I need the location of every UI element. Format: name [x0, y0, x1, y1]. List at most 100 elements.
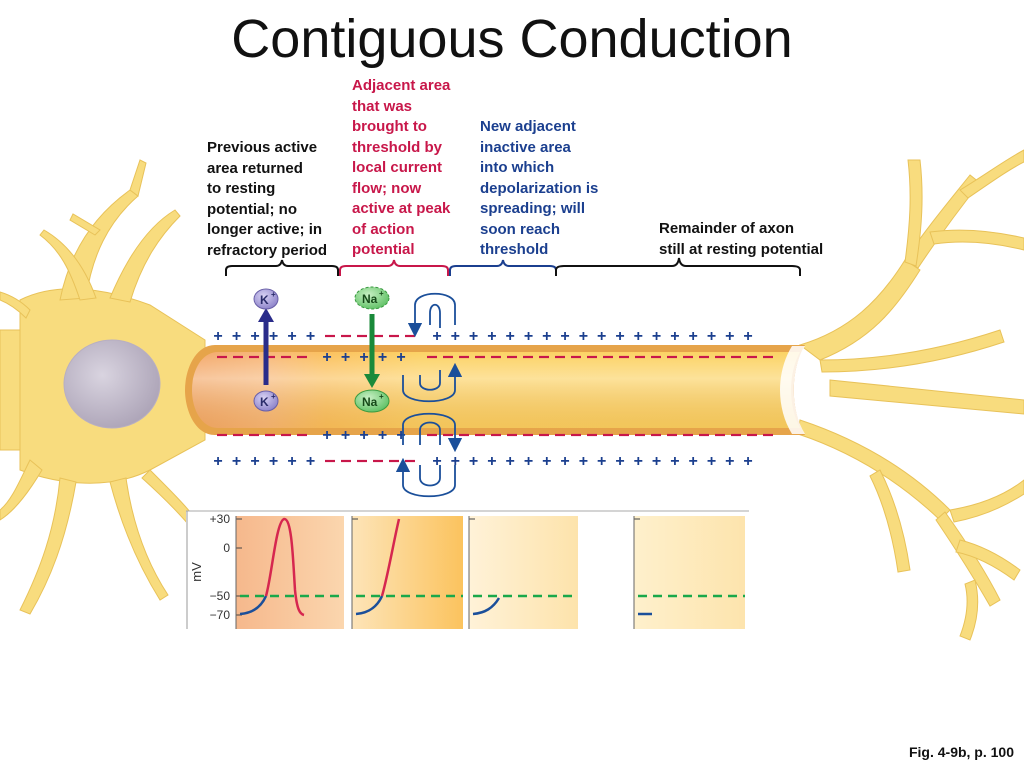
positive-charge: +: [579, 328, 588, 345]
positive-charge: +: [378, 349, 387, 366]
positive-charge: +: [359, 427, 368, 444]
positive-charge: +: [542, 328, 551, 345]
positive-charge: +: [506, 453, 515, 470]
graph2-rising-phase: [380, 518, 401, 597]
membrane-charges: + + + + + + + + + + + + + + + + + + + + + + + + + + + + + + + + + + + + + + + +…: [213, 328, 773, 470]
bracket-previous-active: [225, 259, 339, 276]
positive-charge: +: [707, 328, 716, 345]
positive-charge: +: [341, 349, 350, 366]
membrane-potential-graphs: +30 0 −50 −70 mV: [186, 510, 749, 629]
nucleus: [63, 339, 161, 429]
potassium-ion-outside: K +: [253, 288, 279, 310]
positive-charge: +: [378, 427, 387, 444]
positive-charge: +: [250, 328, 259, 345]
positive-charge: +: [560, 453, 569, 470]
positive-charge: +: [689, 328, 698, 345]
svg-text:Na: Na: [362, 292, 378, 306]
graph1-action-potential: [264, 517, 305, 617]
caption-remainder: Remainder of axon still at resting poten…: [659, 220, 824, 258]
bracket-adjacent-area: [339, 259, 449, 276]
graph-panel-4: [634, 516, 745, 629]
tick-0: 0: [223, 541, 230, 555]
positive-charge: +: [670, 328, 679, 345]
positive-charge: +: [469, 328, 478, 345]
svg-text:+: +: [379, 392, 384, 401]
graph2-depolarization: [355, 595, 384, 616]
positive-charge: +: [707, 453, 716, 470]
svg-text:+: +: [271, 290, 276, 299]
positive-charge: +: [597, 453, 606, 470]
bracket-new-adjacent: [449, 259, 557, 276]
svg-text:K: K: [260, 395, 269, 409]
positive-charge: +: [451, 453, 460, 470]
positive-charge: +: [743, 453, 752, 470]
positive-charge: +: [341, 427, 350, 444]
positive-charge: +: [396, 427, 405, 444]
graph1-depolarization: [239, 595, 268, 616]
positive-charge: +: [634, 328, 643, 345]
svg-text:Na: Na: [362, 395, 378, 409]
svg-text:+: +: [379, 289, 384, 298]
sodium-arrowhead: [364, 374, 380, 388]
positive-charge: +: [743, 328, 752, 345]
positive-charge: +: [232, 453, 241, 470]
positive-charge: +: [232, 328, 241, 345]
positive-charge: +: [359, 349, 368, 366]
page-title: Contiguous Conduction: [231, 9, 793, 69]
positive-charge: +: [579, 453, 588, 470]
positive-charge: +: [725, 453, 734, 470]
positive-charge: +: [652, 328, 661, 345]
potassium-ion-inside: K +: [253, 390, 279, 412]
positive-charge: +: [287, 328, 296, 345]
positive-charge: +: [615, 453, 624, 470]
tick-minus50: −50: [210, 589, 231, 603]
tick-plus30: +30: [210, 512, 231, 526]
positive-charge: +: [287, 453, 296, 470]
positive-charge: +: [269, 453, 278, 470]
svg-text:+: +: [271, 392, 276, 401]
axis-label-mv: mV: [189, 562, 204, 582]
local-current-arrows: [395, 292, 463, 498]
positive-charge: +: [213, 328, 222, 345]
caption-previous-active: Previous active area returned to resting…: [207, 139, 328, 259]
positive-charge: +: [432, 328, 441, 345]
positive-charge: +: [306, 453, 315, 470]
positive-charge: +: [689, 453, 698, 470]
positive-charge: +: [451, 328, 460, 345]
positive-charge: +: [322, 349, 331, 366]
positive-charge: +: [213, 453, 222, 470]
positive-charge: +: [396, 349, 405, 366]
positive-charge: +: [524, 328, 533, 345]
positive-charge: +: [469, 453, 478, 470]
bracket-remainder: [555, 257, 801, 276]
caption-adjacent-area: Adjacent area that was brought to thresh…: [352, 77, 451, 258]
positive-charge: +: [506, 328, 515, 345]
positive-charge: +: [615, 328, 624, 345]
sodium-ion-inside: Na +: [354, 389, 390, 413]
tick-minus70: −70: [210, 608, 231, 622]
axon-terminal: [797, 149, 1024, 641]
positive-charge: +: [269, 328, 278, 345]
graph3-depolarization: [472, 597, 501, 616]
positive-charge: +: [725, 328, 734, 345]
positive-charge: +: [597, 328, 606, 345]
positive-charge: +: [524, 453, 533, 470]
svg-text:K: K: [260, 293, 269, 307]
positive-charge: +: [560, 328, 569, 345]
positive-charge: +: [432, 453, 441, 470]
positive-charge: +: [250, 453, 259, 470]
positive-charge: +: [322, 427, 331, 444]
positive-charge: +: [487, 328, 496, 345]
positive-charge: +: [487, 453, 496, 470]
axon: [185, 345, 805, 435]
positive-charge: +: [652, 453, 661, 470]
positive-charge: +: [542, 453, 551, 470]
potassium-arrowhead: [258, 308, 274, 322]
positive-charge: +: [306, 328, 315, 345]
positive-charge: +: [634, 453, 643, 470]
caption-new-adjacent: New adjacent inactive area into which de…: [480, 118, 599, 258]
sodium-ion-outside: Na +: [354, 286, 390, 310]
figure-reference: Fig. 4-9b, p. 100: [908, 744, 1014, 760]
positive-charge: +: [670, 453, 679, 470]
